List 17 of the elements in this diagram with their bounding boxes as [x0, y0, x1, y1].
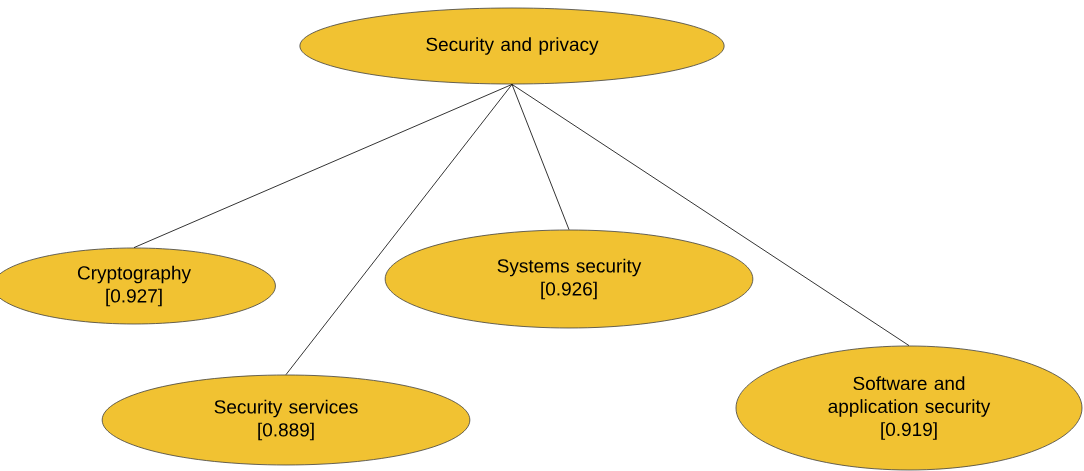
node-label: Software and application security — [828, 376, 991, 417]
topic-ellipse — [384, 229, 754, 329]
connector-line — [511, 84, 910, 346]
connector-line — [511, 84, 570, 230]
node-label: Systems security — [497, 258, 642, 277]
connector-line — [133, 84, 513, 248]
node-label: Security services — [214, 399, 358, 418]
node-label: [0.889] — [258, 422, 314, 441]
topic-ellipse — [735, 345, 1083, 471]
topic-ellipse — [299, 7, 725, 85]
node-label: [0.919] — [881, 422, 937, 440]
node-label: [0.926] — [541, 281, 597, 300]
node-label: [0.927] — [106, 288, 162, 307]
node-label: Security and privacy — [426, 37, 599, 55]
topic-ellipse — [101, 374, 471, 466]
connector-line — [285, 84, 513, 375]
node-label: Cryptography — [77, 265, 191, 284]
